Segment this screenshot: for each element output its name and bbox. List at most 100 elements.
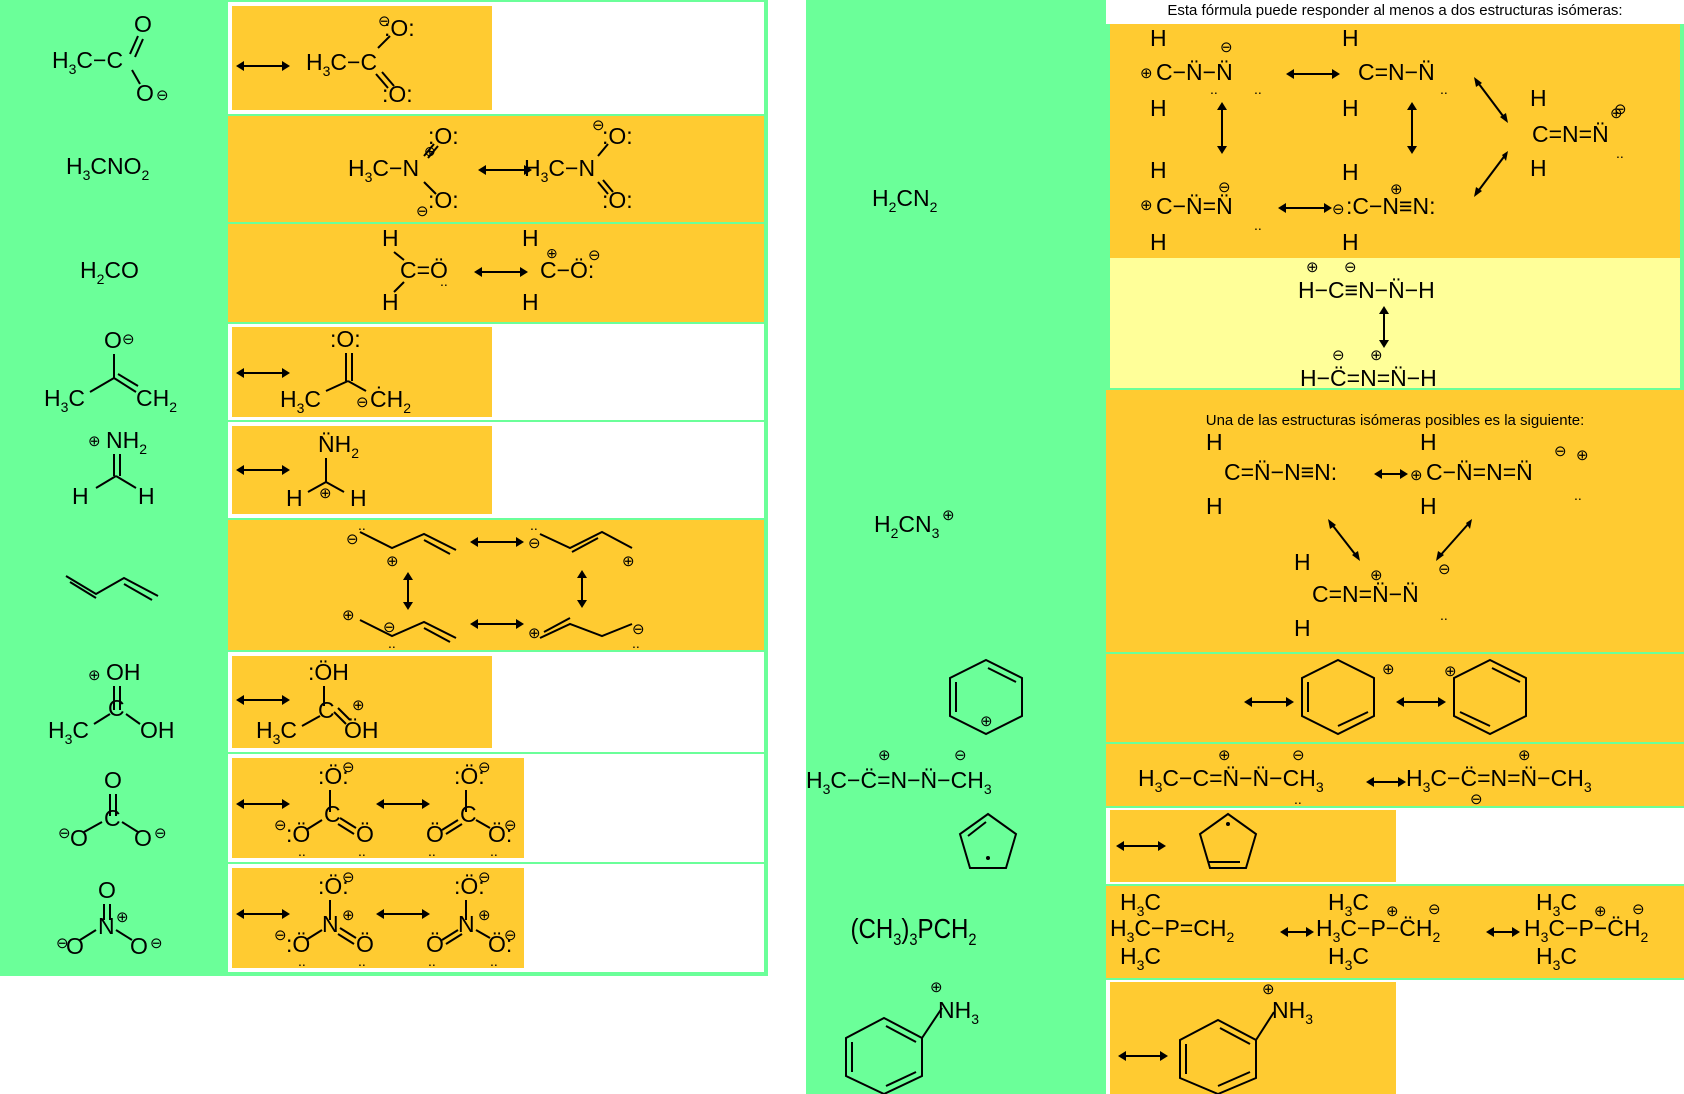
svg-text:..: .. xyxy=(1616,145,1624,161)
svg-text:O: O xyxy=(136,80,154,106)
svg-text:C−N̈=N=N̈: C−N̈=N=N̈ xyxy=(1426,459,1533,485)
svg-text:H: H xyxy=(138,483,155,509)
svg-text:O: O xyxy=(66,933,84,959)
svg-text:..: .. xyxy=(1294,791,1302,806)
svg-text:..: .. xyxy=(388,635,396,650)
svg-text:(CH3)3PCH2: (CH3)3PCH2 xyxy=(850,912,976,949)
svg-text:..: .. xyxy=(358,843,366,858)
r4-formula: ⊕ ⊖ H3C−C̈=N−N̈−CH3 xyxy=(806,747,992,797)
row1-resonance xyxy=(232,6,492,110)
r1-structure-b: ⊕ ⊖ H−C≡N−N̈−H ⊖ ⊕ H−C̈=N=N̈−H xyxy=(1298,259,1437,388)
r3-resonance xyxy=(1106,654,1684,742)
svg-text:N: N xyxy=(322,911,339,937)
svg-text:O: O xyxy=(134,11,152,37)
svg-text:H: H xyxy=(1530,155,1547,181)
svg-text:H: H xyxy=(1342,95,1359,121)
svg-text:H3C−C̈=N−N̈−CH3: H3C−C̈=N−N̈−CH3 xyxy=(806,767,992,797)
svg-text:..: .. xyxy=(428,843,436,858)
r3-structure: ⊕ ⊕ xyxy=(1244,658,1527,736)
svg-text:⊖: ⊖ xyxy=(56,935,69,952)
r1-formula: H2CN2 xyxy=(872,185,938,215)
svg-text:H3C−P−C̈H2: H3C−P−C̈H2 xyxy=(1524,915,1648,945)
r5-formula xyxy=(958,812,1018,869)
svg-text:H−C≡N−N̈−H: H−C≡N−N̈−H xyxy=(1298,277,1435,303)
svg-text:H: H xyxy=(1530,85,1547,111)
svg-text:⊕: ⊕ xyxy=(622,553,635,570)
svg-text:C−N̈−N̈: C−N̈−N̈ xyxy=(1156,59,1233,85)
svg-text:NH2: NH2 xyxy=(106,427,147,457)
r2-resonance xyxy=(1106,390,1684,652)
svg-text:⊖: ⊖ xyxy=(1332,347,1345,364)
svg-text:H−C̈=N=N̈−H: H−C̈=N=N̈−H xyxy=(1300,365,1437,388)
right-formula-column xyxy=(806,0,1032,1094)
row1-structure: H3C−C ⊖ :O: :O: xyxy=(236,13,415,107)
svg-text:⊖: ⊖ xyxy=(478,759,491,776)
row4-formula: O⊖ H3C CH2 xyxy=(44,327,177,415)
svg-text:C−N̈=N̈: C−N̈=N̈ xyxy=(1156,193,1233,219)
svg-text:H: H xyxy=(1150,25,1167,51)
svg-text:H3C: H3C xyxy=(1120,943,1161,973)
svg-text:H3C: H3C xyxy=(48,717,89,747)
svg-text:H: H xyxy=(72,483,89,509)
svg-text:⊕: ⊕ xyxy=(528,625,541,642)
svg-text:H3C−C: H3C−C xyxy=(52,47,123,77)
svg-text:⊖: ⊖ xyxy=(1428,901,1441,918)
svg-text:Ö: Ö xyxy=(426,931,444,957)
svg-text:NH3: NH3 xyxy=(938,997,979,1027)
svg-text:⊖: ⊖ xyxy=(588,247,601,264)
svg-text:⊕: ⊕ xyxy=(319,485,332,502)
row7-formula: ⊕ OH C H3C OH xyxy=(48,659,175,747)
svg-text:⊖: ⊖ xyxy=(528,535,541,552)
svg-text:H3C−C̈=N=N̈−CH3: H3C−C̈=N=N̈−CH3 xyxy=(1406,765,1592,795)
r6-formula: (CH3)3PCH2 xyxy=(850,912,976,949)
svg-text:⊕: ⊕ xyxy=(478,907,491,924)
r7-structure: ⊕ NH3 xyxy=(1118,982,1313,1094)
svg-text:⊖: ⊖ xyxy=(274,927,287,944)
svg-text:⊖: ⊖ xyxy=(58,825,71,842)
svg-text:H2CN3: H2CN3 xyxy=(874,511,940,541)
r4-structure: ⊕ ⊖ H3C−C=N̈−N̈−CH3 .. ⊖ ⊕ H3C−C̈=N=N̈−C… xyxy=(1138,747,1592,806)
svg-text:..: .. xyxy=(1210,81,1218,97)
r6-structure: H3C H3C−P=CH2 H3C H3C ⊕ ⊖ H3C−P−C̈H2 H3C… xyxy=(1110,889,1648,973)
svg-text:..: .. xyxy=(440,273,448,289)
svg-text:C=N=N̈−N̈: C=N=N̈−N̈ xyxy=(1312,581,1419,607)
svg-text:..: .. xyxy=(1254,81,1262,97)
svg-text:H3C: H3C xyxy=(256,717,297,747)
svg-text:⊖: ⊖ xyxy=(156,87,169,104)
svg-text:H3C: H3C xyxy=(1328,943,1369,973)
svg-text:C: C xyxy=(104,805,121,831)
svg-text:Ö: Ö xyxy=(356,931,374,957)
svg-text:⊕: ⊕ xyxy=(1140,65,1153,82)
r1-resonance-b xyxy=(1110,258,1680,388)
svg-text:..: .. xyxy=(298,843,306,858)
svg-text:⊖: ⊖ xyxy=(1344,259,1357,276)
r2-formula: H2CN3 ⊕ xyxy=(874,507,955,541)
svg-text:H3C−N: H3C−N xyxy=(524,155,595,185)
svg-text:O: O xyxy=(104,327,122,353)
svg-text:⊕: ⊕ xyxy=(1410,467,1423,484)
svg-text:⊕: ⊕ xyxy=(546,245,558,261)
svg-text:⊖: ⊖ xyxy=(383,619,396,636)
svg-text:⊖: ⊖ xyxy=(1292,747,1305,764)
row3-structure: H C=Ö H .. H ⊕ C−Ö: ⊖ H xyxy=(382,225,601,315)
row1-formula: H3C−C O O⊖ xyxy=(52,11,169,106)
svg-text:O: O xyxy=(70,825,88,851)
svg-text:O: O xyxy=(98,877,116,903)
row9-structure: :Ö:⊖ N⊕ ⊖:Ö Ö .... :Ö:⊖ N⊕ Ö Ö:⊖ .... xyxy=(236,869,517,968)
svg-text:C=N=N̈: C=N=N̈ xyxy=(1532,121,1609,147)
r4-resonance xyxy=(1106,744,1684,806)
svg-text:⊕: ⊕ xyxy=(930,980,943,996)
svg-text:H3CNO2: H3CNO2 xyxy=(66,153,150,183)
svg-text:H: H xyxy=(1150,95,1167,121)
row9-formula: O N⊕ ⊖O O⊖ xyxy=(56,877,163,959)
svg-text:H: H xyxy=(1150,157,1167,183)
svg-text:ĊH2: ĊH2 xyxy=(370,385,411,416)
svg-text::Ö:: :Ö: xyxy=(318,873,349,899)
svg-text:OH: OH xyxy=(140,717,175,743)
svg-text:..: .. xyxy=(358,953,366,968)
svg-text:⊕: ⊕ xyxy=(116,909,129,926)
svg-text:⊕: ⊕ xyxy=(1390,181,1403,198)
svg-text::C−N≡N:: :C−N≡N: xyxy=(1346,193,1435,219)
svg-text:⊕: ⊕ xyxy=(1382,661,1395,678)
